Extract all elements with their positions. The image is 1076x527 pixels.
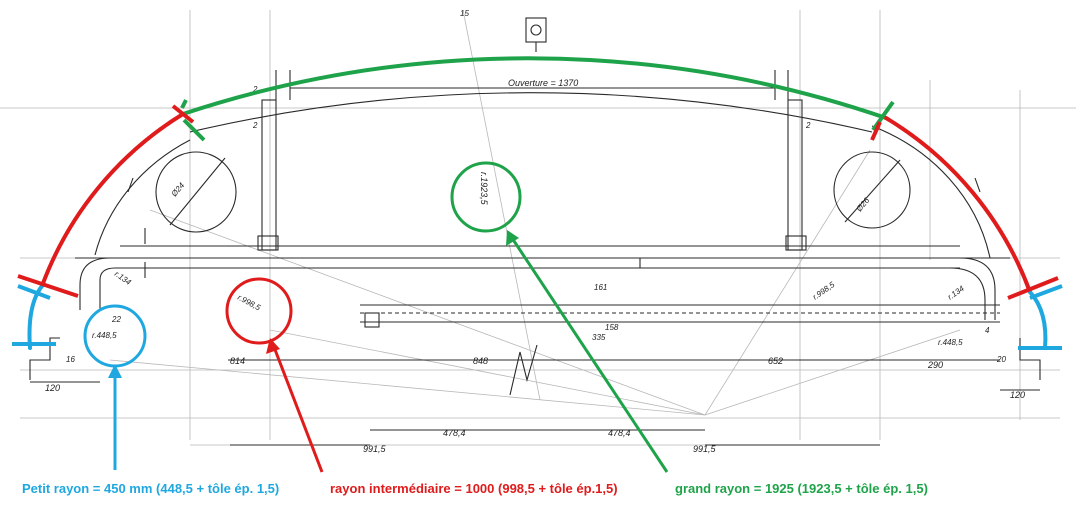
dim-120-left: 120 xyxy=(45,383,60,393)
joint-right-top-red xyxy=(870,121,882,141)
caption-grand-rayon: grand rayon = 1925 (1923,5 + tôle ép. 1,… xyxy=(675,481,928,496)
dim-2-b: 2 xyxy=(252,121,258,130)
pointer-arrows xyxy=(108,230,669,473)
joint-left-top-green-2 xyxy=(182,118,206,142)
joint-left-bottom-blue xyxy=(17,284,51,300)
arrowhead-grand xyxy=(506,230,519,246)
highlight-grand-rayon xyxy=(450,161,522,233)
label-r-left-small: r.448,5 xyxy=(92,331,117,340)
drawing-structure xyxy=(29,17,1041,446)
joint-left-top-green xyxy=(180,99,188,109)
dim-2-a: 2 xyxy=(252,85,258,94)
dim-4784-right: 478,4 xyxy=(608,428,631,438)
dim-9915-left: 991,5 xyxy=(363,444,387,454)
label-r-right-mid: r.998,5 xyxy=(811,280,837,302)
label-r-big: r.1923,5 xyxy=(479,172,489,206)
dim-4784-left: 478,4 xyxy=(443,428,466,438)
dim-16: 16 xyxy=(66,355,75,364)
dim-652: 652 xyxy=(768,356,783,366)
joint-markers xyxy=(12,99,1063,350)
dimension-labels: Ouverture = 1370 814 848 652 290 120 120… xyxy=(45,9,1025,454)
label-diameter-left: Ø24 xyxy=(169,180,187,199)
dim-848: 848 xyxy=(473,356,488,366)
label-r-inner-right: r.134 xyxy=(946,284,966,302)
construction-lines xyxy=(0,9,1076,446)
intermediaire-rayon-arc-right xyxy=(884,116,1032,294)
arrowhead-intermediaire xyxy=(266,338,280,354)
grand-rayon-arc xyxy=(181,56,888,120)
joint-left-top-red xyxy=(171,104,195,124)
dim-120-right: 120 xyxy=(1010,390,1025,400)
dim-814: 814 xyxy=(230,356,245,366)
label-r-right-small: r.448,5 xyxy=(938,338,963,347)
petit-rayon-arc-left xyxy=(27,284,44,350)
caption-intermediaire-rayon: rayon intermédiaire = 1000 (998,5 + tôle… xyxy=(330,481,618,496)
arrow-intermediaire xyxy=(272,346,324,473)
intermediaire-rayon-arc-left xyxy=(40,112,185,288)
dim-20: 20 xyxy=(996,355,1006,364)
label-r-inner-left: r.134 xyxy=(113,269,133,287)
label-r-left-mid: r.998,5 xyxy=(236,293,262,313)
joint-right-bottom-red xyxy=(1007,276,1059,300)
dim-4: 4 xyxy=(985,326,990,335)
arrowhead-petit xyxy=(108,364,122,378)
caption-petit-rayon: Petit rayon = 450 mm (448,5 + tôle ép. 1… xyxy=(22,481,280,496)
highlight-circles xyxy=(83,161,522,368)
label-diameter-right: Ø26 xyxy=(854,195,872,214)
highlight-intermediaire-rayon xyxy=(225,277,293,345)
arrow-grand xyxy=(510,237,669,473)
joint-left-bottom-red xyxy=(17,274,79,298)
dim-2-c: 2 xyxy=(805,121,811,130)
petit-rayon-arc-right xyxy=(1028,290,1048,350)
dim-22: 22 xyxy=(111,315,121,324)
dim-158: 158 xyxy=(605,323,619,332)
joint-right-bottom-blue xyxy=(1029,284,1063,300)
dim-9915-right: 991,5 xyxy=(693,444,717,454)
dim-161: 161 xyxy=(594,283,607,292)
dim-290: 290 xyxy=(927,360,943,370)
dim-ouverture: Ouverture = 1370 xyxy=(508,78,578,88)
dim-15: 15 xyxy=(460,9,469,18)
dim-335: 335 xyxy=(592,333,606,342)
